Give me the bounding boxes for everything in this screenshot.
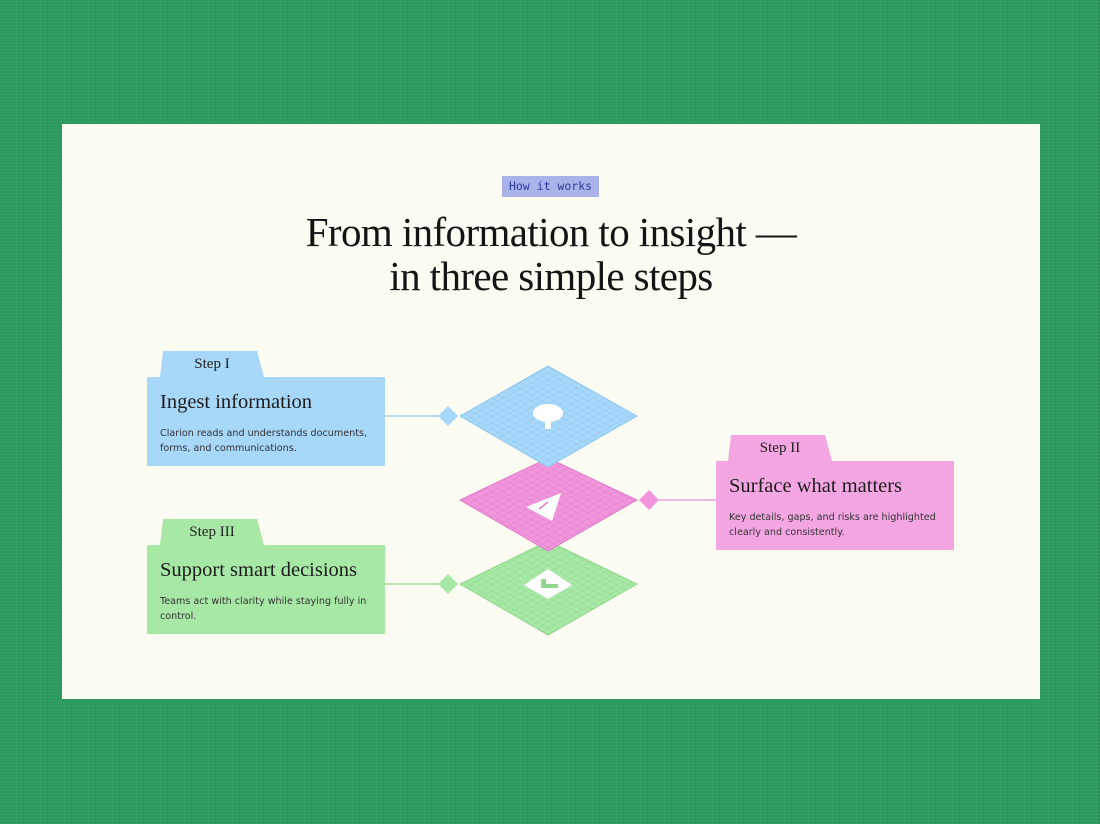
step-2-tab-label: Step II — [759, 440, 801, 456]
page-title-line-2: in three simple steps — [389, 253, 713, 299]
step-1-tab-label: Step I — [194, 356, 230, 372]
connector-step-1 — [384, 406, 458, 426]
step-3-description: Teams act with clarity while staying ful… — [160, 596, 367, 622]
connector-step-3 — [384, 574, 458, 594]
step-2-title: Surface what matters — [729, 475, 903, 497]
step-3-tab: Step III — [160, 519, 264, 545]
step-2-tab: Step II — [728, 435, 832, 461]
tree-icon — [533, 404, 563, 429]
step-1-card: Ingest information Clarion reads and und… — [147, 377, 385, 466]
step-2-description: Key details, gaps, and risks are highlig… — [729, 512, 936, 538]
steps-diagram — [384, 365, 716, 636]
triangle-icon — [526, 493, 561, 521]
connector-step-2 — [639, 490, 716, 510]
step-2-card: Surface what matters Key details, gaps, … — [716, 461, 954, 550]
step-1-tab: Step I — [160, 351, 264, 377]
step-2-tab-shape — [728, 435, 832, 461]
step-3-card: Support smart decisions Teams act with c… — [147, 545, 385, 634]
step-1-description: Clarion reads and understands documents,… — [160, 428, 368, 454]
page-title: From information to insight — in three s… — [62, 210, 1040, 298]
step-3-title: Support smart decisions — [160, 559, 358, 581]
shoe-icon — [524, 569, 572, 599]
content-card: How it works From information to insight… — [62, 124, 1040, 699]
step-1-tab-shape — [160, 351, 264, 377]
step-1-title: Ingest information — [160, 391, 313, 413]
section-label: How it works — [502, 176, 599, 197]
page-title-line-1: From information to insight — — [305, 209, 797, 255]
step-3-tab-shape — [160, 519, 264, 545]
step-3-tab-label: Step III — [189, 524, 235, 540]
